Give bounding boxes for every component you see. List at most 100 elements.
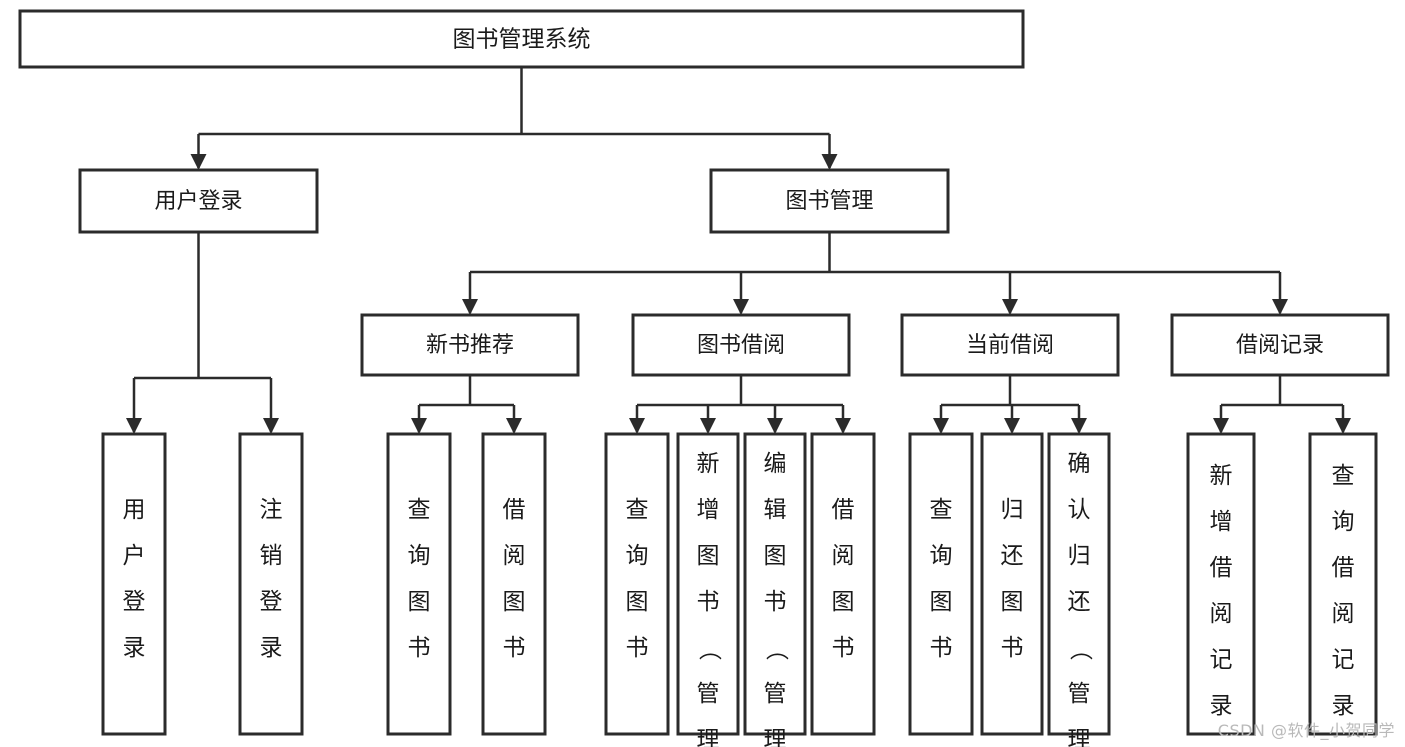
leaf-label-char: 查 <box>930 497 953 523</box>
leaf-rect <box>481 432 547 736</box>
leaf-label-char: 书 <box>930 635 953 661</box>
leaf-rect <box>1308 432 1378 736</box>
node-label: 当前借阅 <box>966 333 1054 358</box>
leaf-label-char: 理 <box>697 727 720 747</box>
leaf-label-char: 用 <box>123 497 146 523</box>
leaf-label-char: 询 <box>626 543 649 569</box>
leaf-label-char: 询 <box>408 543 431 569</box>
leaf-label-char: 图 <box>832 589 855 615</box>
leaf-label-char: 图 <box>503 589 526 615</box>
leaf-label-char: 书 <box>697 589 720 615</box>
leaf-用户登录-0[interactable]: 用户登录 <box>101 432 167 736</box>
arrowhead <box>1071 418 1087 434</box>
node-rect <box>1170 313 1390 377</box>
leaf-label-char: 录 <box>1332 693 1355 719</box>
node-level2-2[interactable]: 当前借阅 <box>900 313 1120 377</box>
leaf-label-char: 书 <box>832 635 855 661</box>
leaf-label-char: 登 <box>123 589 146 615</box>
node-label: 借阅记录 <box>1236 333 1324 358</box>
arrowhead <box>821 154 838 170</box>
leaf-label-char: 图 <box>930 589 953 615</box>
arrowhead <box>1004 418 1020 434</box>
node-root-0[interactable]: 图书管理系统 <box>18 9 1025 69</box>
arrowhead <box>190 154 207 170</box>
arrowhead <box>462 299 478 315</box>
leaf-label-char: 销 <box>260 543 283 569</box>
node-label: 图书管理系统 <box>453 27 591 53</box>
node-layer: 图书管理系统用户登录图书管理新书推荐图书借阅当前借阅借阅记录用户登录注销登录查询… <box>18 9 1390 747</box>
leaf-label-char: 图 <box>408 589 431 615</box>
arrowhead <box>629 418 645 434</box>
node-label: 用户登录 <box>154 189 242 214</box>
leaf-label-char: 新 <box>697 451 720 477</box>
node-rect <box>709 168 950 234</box>
leaf-label-char: （ <box>763 638 789 661</box>
leaf-rect <box>676 432 740 736</box>
leaf-rect <box>1047 432 1111 736</box>
leaf-label-char: 借 <box>832 497 855 523</box>
leaf-label-char: 录 <box>123 635 146 661</box>
leaf-label-char: 管 <box>764 681 787 707</box>
node-rect <box>360 313 580 377</box>
leaf-label-char: 查 <box>1332 463 1355 489</box>
leaf-label-char: 管 <box>1068 681 1091 707</box>
arrowhead <box>1335 418 1351 434</box>
leaf-rect <box>980 432 1044 736</box>
leaf-label-char: 查 <box>408 497 431 523</box>
leaf-label-char: 确 <box>1068 451 1091 477</box>
node-level2-3[interactable]: 借阅记录 <box>1170 313 1390 377</box>
node-rect <box>900 313 1120 377</box>
leaf-label-char: （ <box>696 638 722 661</box>
leaf-label-char: 记 <box>1332 647 1355 673</box>
node-level1-0[interactable]: 用户登录 <box>78 168 319 234</box>
leaf-rect <box>810 432 876 736</box>
leaf-label-char: 还 <box>1068 589 1091 615</box>
arrowhead <box>411 418 427 434</box>
leaf-label-char: 书 <box>503 635 526 661</box>
leaf-rect <box>743 432 807 736</box>
leaf-label-char: 书 <box>408 635 431 661</box>
leaf-label-char: 认 <box>1068 497 1091 523</box>
node-level2-0[interactable]: 新书推荐 <box>360 313 580 377</box>
node-level2-1[interactable]: 图书借阅 <box>631 313 851 377</box>
arrowhead <box>1272 299 1288 315</box>
leaf-label-char: 增 <box>697 497 720 523</box>
leaf-label-char: 还 <box>1001 543 1024 569</box>
node-rect <box>18 9 1025 69</box>
node-label: 新书推荐 <box>426 333 514 358</box>
leaf-label-char: 录 <box>260 635 283 661</box>
leaf-rect <box>604 432 670 736</box>
leaf-label-char: 登 <box>260 589 283 615</box>
node-level1-1[interactable]: 图书管理 <box>709 168 950 234</box>
arrowhead <box>835 418 851 434</box>
leaf-label-char: 阅 <box>503 543 526 569</box>
watermark: CSDN @软件_小贺同学 <box>1217 721 1395 740</box>
leaf-label-char: 户 <box>123 543 146 569</box>
leaf-label-char: 理 <box>764 727 787 747</box>
leaf-label-char: 归 <box>1001 497 1024 523</box>
leaf-label-char: 图 <box>764 543 787 569</box>
leaf-label-char: 新 <box>1210 463 1233 489</box>
arrowhead <box>1213 418 1229 434</box>
arrowhead <box>733 299 749 315</box>
arrowhead <box>126 418 142 434</box>
arrowhead <box>933 418 949 434</box>
leaf-label-char: （ <box>1067 638 1093 661</box>
leaf-label-char: 借 <box>1332 555 1355 581</box>
leaf-label-char: 图 <box>626 589 649 615</box>
leaf-label-char: 记 <box>1210 647 1233 673</box>
arrowhead <box>767 418 783 434</box>
